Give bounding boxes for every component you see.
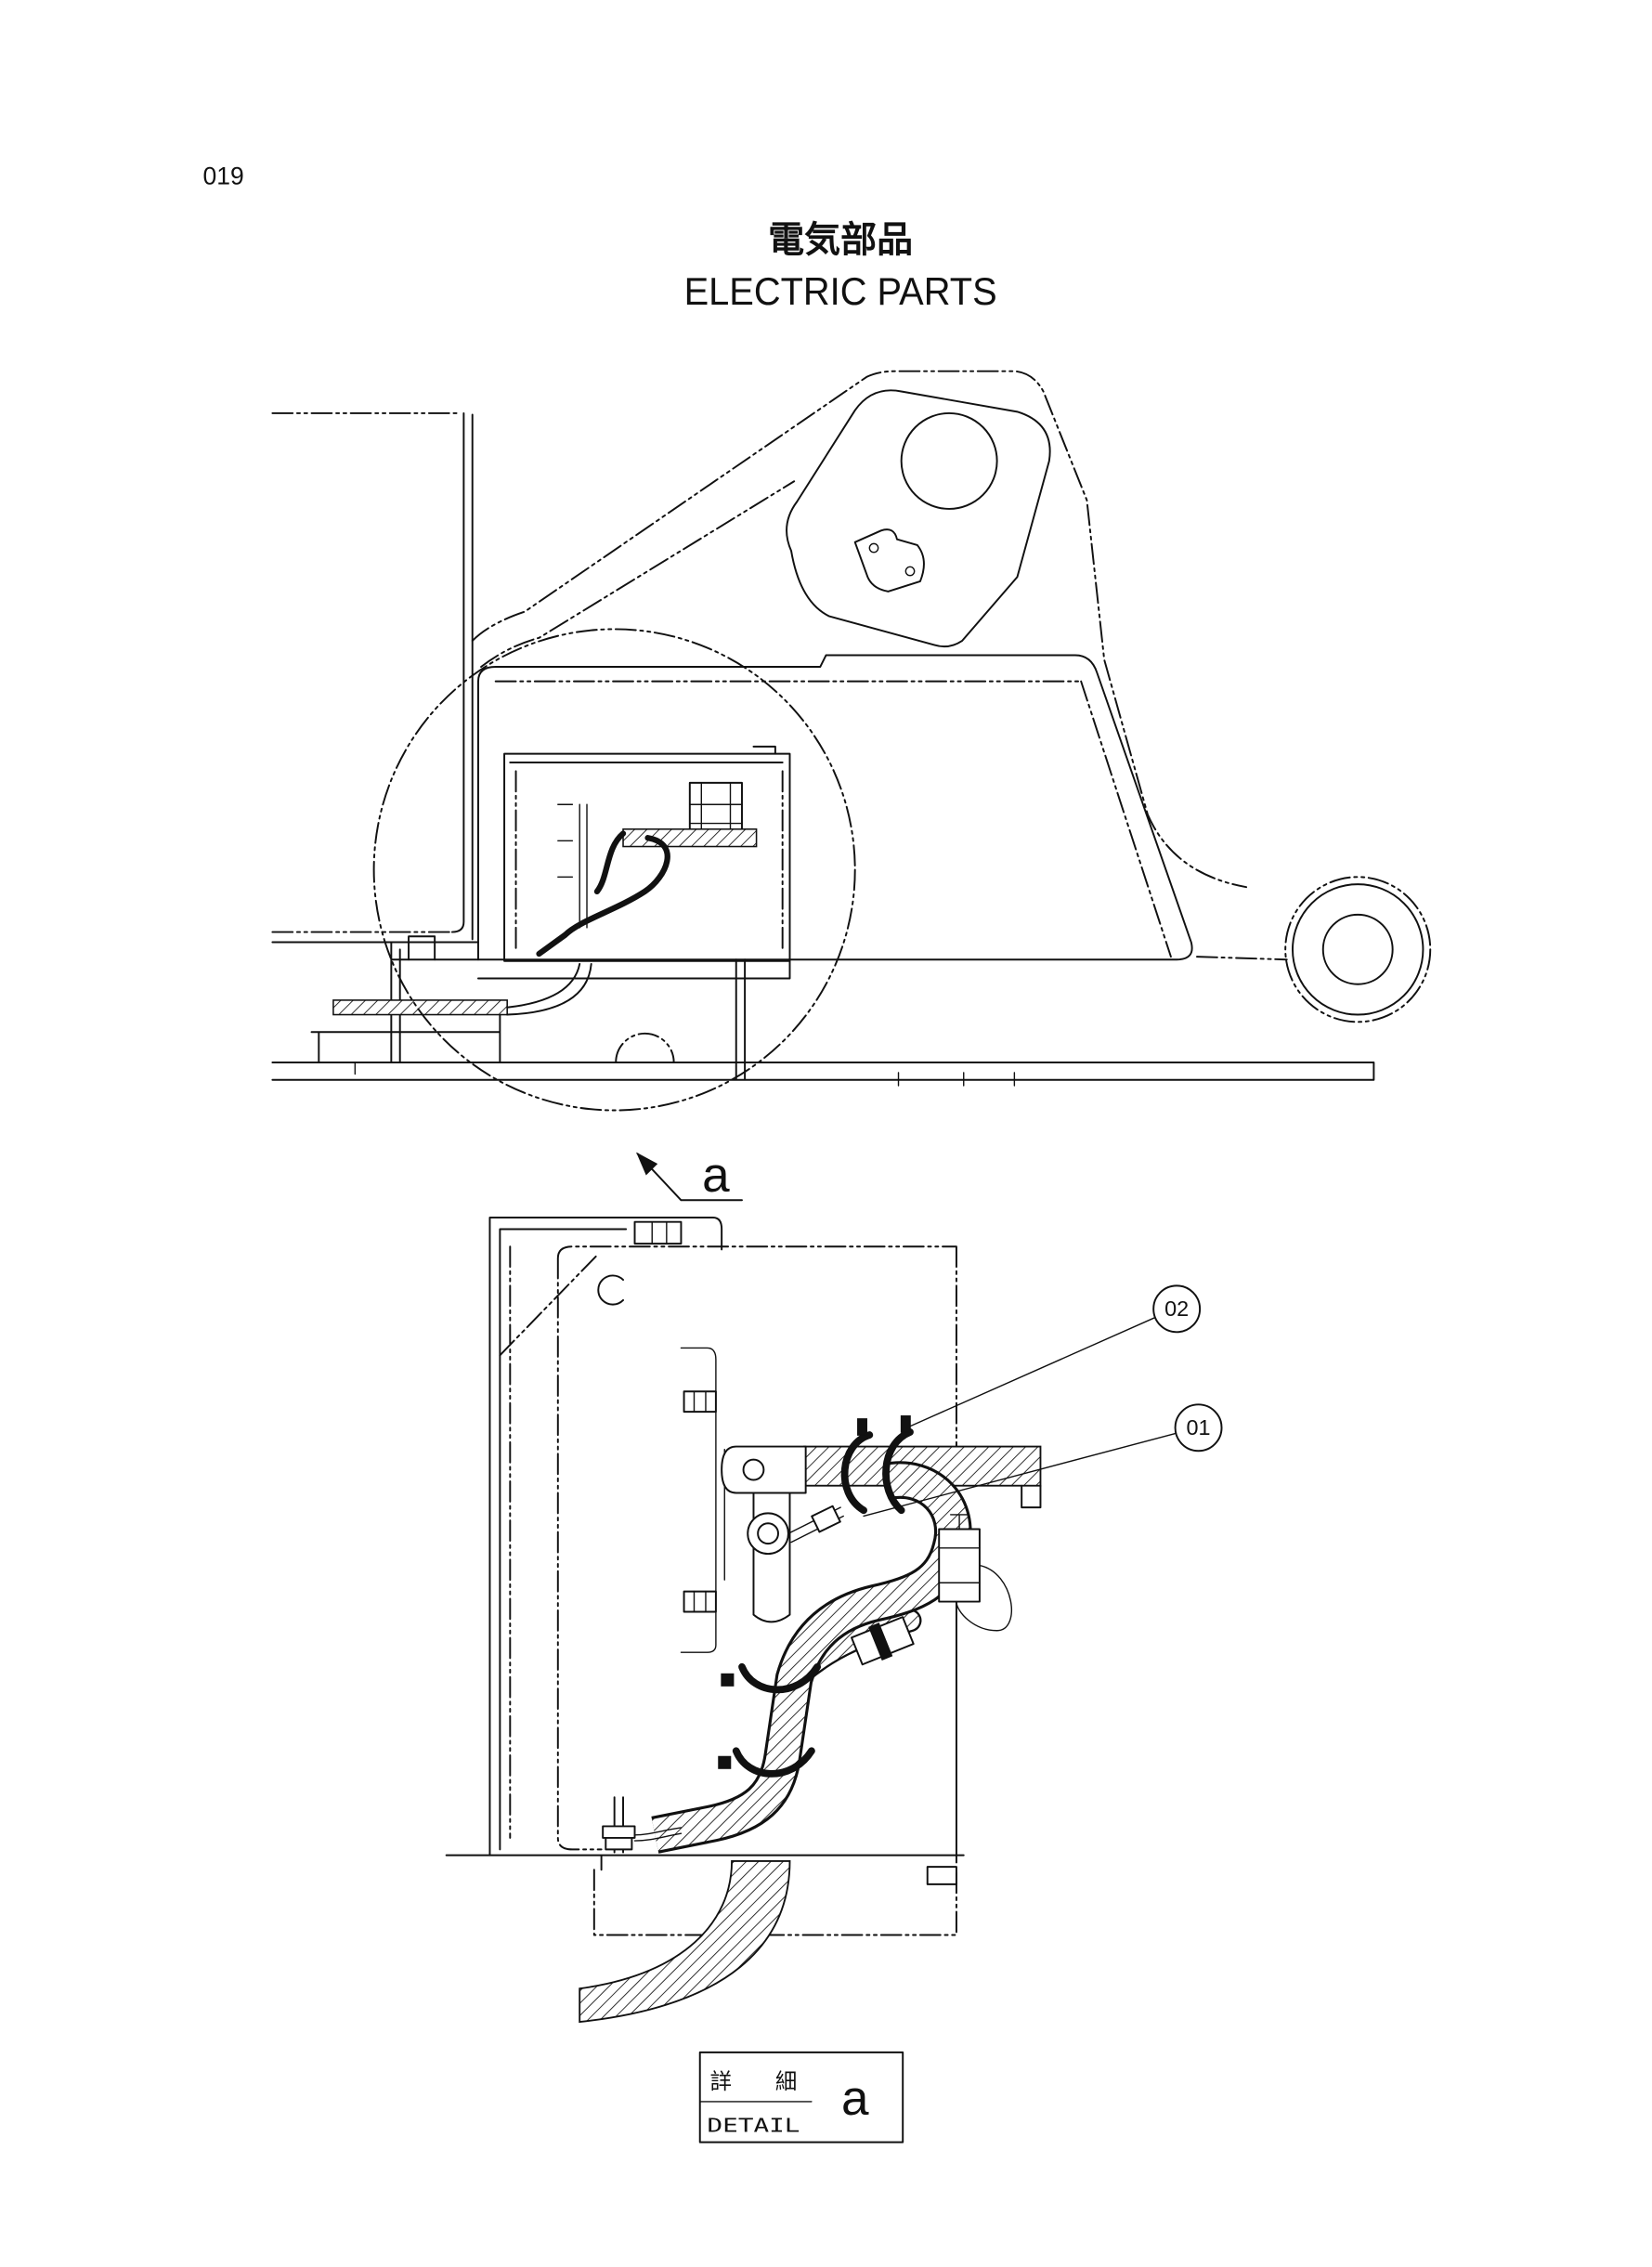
harness-connector-band <box>868 1622 893 1661</box>
part-02-balloon <box>1152 1284 1202 1334</box>
detail-label-frame <box>698 2051 904 2143</box>
detail-drawing: 02 01 <box>445 1217 1223 2024</box>
harness-clamp <box>840 1431 874 1515</box>
relay-unit-details <box>938 1514 981 1583</box>
harness-clamp <box>738 1662 822 1694</box>
part-02-label: 02 <box>1164 1296 1189 1321</box>
lower-hose-hatched <box>579 1859 791 2024</box>
floor-bolt <box>926 1866 957 1885</box>
clamp-tab <box>718 1755 732 1769</box>
detail-frame-phantom <box>499 1245 957 1851</box>
clamp-bolt <box>857 1418 867 1436</box>
detail-label-box: 詳 細 DETAIL a <box>698 2051 904 2143</box>
title-english: ELECTRIC PARTS <box>684 269 997 313</box>
clamp-tab <box>721 1673 735 1687</box>
detail-label-jp-1: 詳 <box>710 2068 732 2094</box>
rail-bolt-marks <box>354 1062 1016 1087</box>
clamp-bolt <box>900 1415 911 1433</box>
part-01-leader <box>863 1432 1177 1518</box>
harness-clamp <box>882 1428 914 1515</box>
terminal-post <box>752 1492 791 1623</box>
detail-top-block-lines <box>651 1220 668 1244</box>
title-japanese: 電気部品 <box>768 220 913 262</box>
counterweight-inner-phantom <box>494 680 1172 958</box>
terminal-block-hole <box>742 1458 765 1481</box>
detail-frame <box>488 1217 723 1857</box>
part-01-label: 01 <box>1187 1415 1211 1440</box>
bracket-plate <box>853 528 925 593</box>
detail-floor-line <box>445 1854 965 1871</box>
plate-bolt-upper <box>683 1390 717 1414</box>
part-01-balloon <box>1174 1403 1223 1453</box>
arm-pin-outer-phantom <box>1284 876 1432 1023</box>
detail-floor-phantom <box>592 1869 957 1936</box>
terminal-nut-outer <box>747 1512 789 1556</box>
arm-pin-inner <box>1321 913 1394 985</box>
ground-stud-nut <box>602 1825 636 1839</box>
electric-panel-inner-phantom <box>514 770 784 951</box>
boom-outline-phantom <box>471 370 1288 961</box>
detail-access-hole <box>597 1274 625 1306</box>
relay-unit <box>938 1528 981 1603</box>
cab-outline-phantom <box>271 411 462 933</box>
plate-bolt-lower <box>683 1590 717 1613</box>
part-02-leader <box>909 1316 1156 1427</box>
boom-pin-circle <box>900 411 998 510</box>
cab-wall <box>271 411 479 944</box>
base-step-box <box>408 935 436 961</box>
bracket-hole <box>904 566 916 577</box>
plate-bolt-lower-hex <box>693 1590 707 1613</box>
detail-callout-letter: a <box>702 1148 730 1203</box>
panel-rod <box>557 803 588 929</box>
harness-hatched <box>651 1464 969 1851</box>
counterweight-body-outline <box>476 654 1193 961</box>
relay-wire-loop <box>956 1564 1012 1632</box>
electric-panel-box <box>503 745 791 962</box>
harness-clamp <box>732 1747 815 1778</box>
harness-lower-run <box>506 962 592 1016</box>
ground-stud-washer <box>605 1836 633 1851</box>
terminal-wire-sleeve <box>811 1505 841 1533</box>
support-bar-end <box>1021 1484 1042 1509</box>
detail-area-circle <box>372 628 856 1112</box>
arm-pin-ring <box>1292 883 1424 1016</box>
detail-label-ref: a <box>841 2071 869 2126</box>
relay-details <box>689 782 743 845</box>
ground-wire <box>633 1827 683 1842</box>
page-number: 019 <box>202 162 243 189</box>
frame-cutout-phantom <box>615 1032 675 1064</box>
detail-top-block <box>633 1220 683 1245</box>
plate-bolt-upper-hex <box>693 1390 707 1413</box>
detail-label-en: DETAIL <box>708 2115 800 2137</box>
detail-leader-arrowhead <box>636 1152 658 1176</box>
bracket-hole <box>868 542 879 554</box>
terminal-nut-inner <box>757 1522 779 1545</box>
boom-bracket-outline <box>786 389 1051 648</box>
mounting-bar-hatched <box>622 828 758 848</box>
overview-drawing: a <box>271 370 1432 1203</box>
harness-overview <box>536 830 670 958</box>
detail-label-jp-2: 細 <box>775 2068 797 2094</box>
